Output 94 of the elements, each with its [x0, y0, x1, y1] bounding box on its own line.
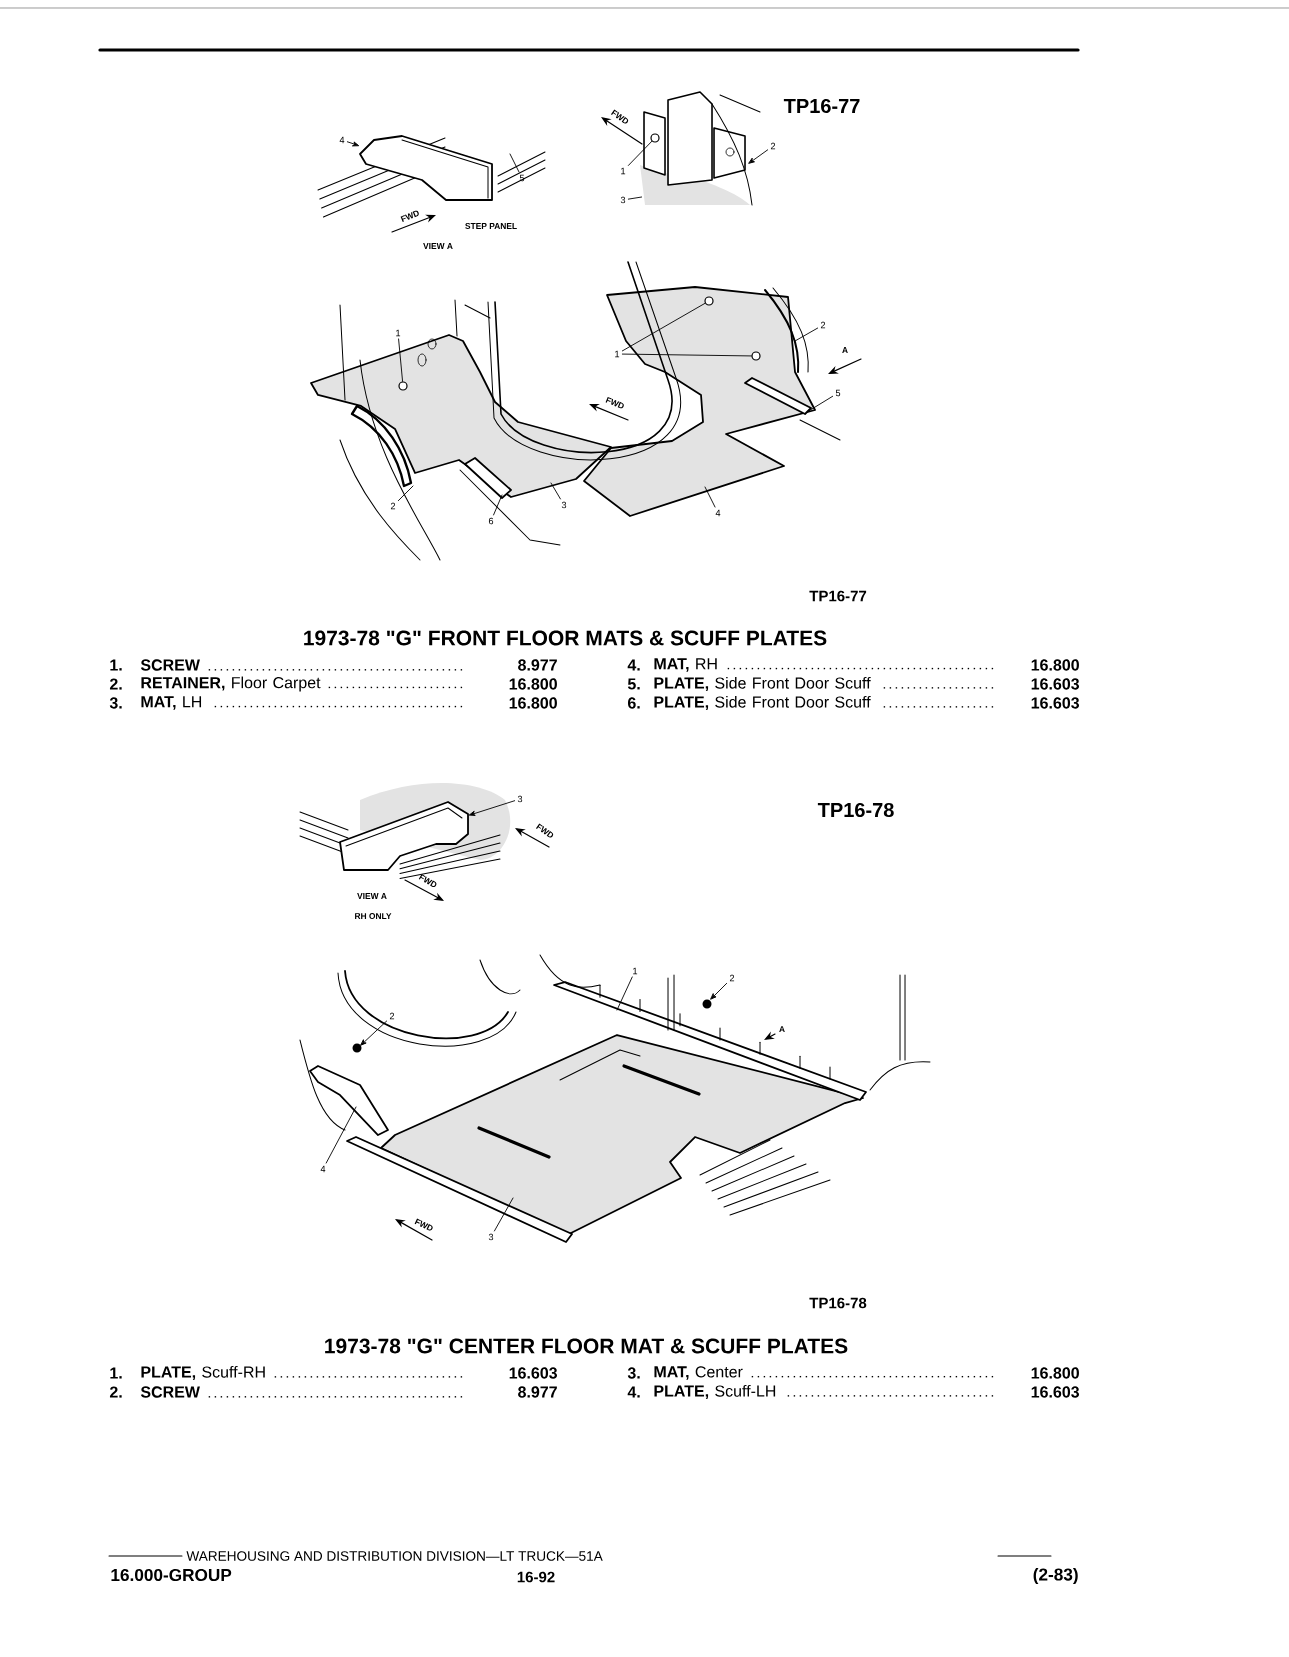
leader-line	[509, 153, 520, 173]
step-panel-drawing	[339, 801, 469, 871]
leader-line	[397, 485, 414, 502]
callout-number: 1	[615, 350, 620, 358]
view-label: VIEW A	[357, 893, 387, 899]
item-number: 1.	[110, 1367, 122, 1379]
part-group-number: 16.603	[509, 1367, 557, 1379]
figure-code: TP16-77	[809, 590, 867, 602]
leader-line	[493, 494, 503, 516]
screw-head	[398, 381, 408, 391]
item-number: 2.	[109, 678, 122, 690]
item-number: 3.	[627, 1367, 640, 1379]
part-name: RETAINER, Floor Carpet	[141, 676, 463, 692]
direction-label: FWD	[605, 396, 624, 409]
item-number: 5.	[627, 678, 640, 690]
part-name: PLATE, Scuff-LH	[654, 1385, 994, 1400]
callout-number: 1	[621, 167, 626, 175]
part-group-number: 16.603	[1031, 678, 1079, 690]
leader-line	[806, 395, 834, 413]
callout-number: 2	[390, 502, 396, 510]
item-number: 3.	[109, 697, 122, 709]
part-group-number: 16.800	[509, 697, 557, 709]
item-number: 1.	[110, 659, 122, 671]
leader-line	[627, 196, 643, 200]
part-name: MAT, LH	[141, 696, 463, 710]
leader-line	[627, 140, 653, 166]
leader-line	[398, 338, 404, 382]
callout-number: 3	[620, 196, 626, 204]
callout-number: 6	[488, 517, 494, 525]
view-label: VIEW A	[423, 243, 453, 249]
view-note: STEP PANEL	[465, 223, 517, 229]
view-label: A	[842, 347, 848, 353]
screw-head	[704, 296, 714, 306]
part-name: PLATE, Side Front Door Scuff	[654, 676, 994, 692]
callout-number: 2	[770, 142, 776, 150]
leader-line	[748, 149, 769, 164]
leader-line	[494, 1197, 514, 1232]
leader-line	[346, 141, 359, 147]
step-panel-drawing	[359, 135, 493, 201]
direction-label: FWD	[414, 1218, 433, 1231]
part-group-number: 16.603	[1031, 697, 1079, 709]
leader-line	[360, 1020, 388, 1046]
callout-number: 1	[396, 329, 401, 337]
callout-number: 4	[715, 509, 721, 517]
leader-line	[794, 327, 819, 342]
screw-head	[650, 133, 660, 143]
part-group-number: 8.977	[518, 659, 557, 671]
part-group-number: 8.977	[518, 1386, 557, 1398]
group-number: 16.000-GROUP	[111, 1568, 232, 1582]
callout-number: 3	[488, 1233, 494, 1241]
callout-number: 2	[729, 974, 735, 982]
table-title: 1973-78 "G" FRONT FLOOR MATS & SCUFF PLATES	[304, 630, 827, 646]
view-label: A	[779, 1026, 785, 1032]
leader-line	[616, 976, 633, 1011]
page-number: 16-92	[517, 1571, 555, 1583]
leader-line	[325, 1106, 357, 1164]
part-name: PLATE, Scuff-RH	[141, 1366, 463, 1381]
callout-number: 2	[820, 321, 826, 329]
part-name: SCREW	[140, 1386, 463, 1399]
leader-line	[704, 486, 716, 508]
screw-head	[751, 351, 761, 361]
figure-code: TP16-78	[817, 802, 894, 818]
callout-number: 2	[389, 1012, 395, 1020]
leader-line	[710, 982, 728, 1000]
item-number: 4.	[627, 659, 640, 671]
callout-number: 1	[633, 967, 638, 975]
figure-code: TP16-78	[809, 1297, 867, 1309]
direction-label: FWD	[400, 210, 419, 223]
footer-text: WAREHOUSING AND DISTRIBUTION DIVISION—LT TRUCK—51A	[186, 1551, 603, 1561]
leader-line	[621, 302, 706, 352]
part-group-number: 16.800	[509, 678, 557, 690]
leader-line	[469, 800, 516, 816]
callout-number: 5	[835, 389, 841, 397]
date-code: (2-83)	[1033, 1568, 1078, 1585]
callout-number: 4	[320, 1165, 326, 1173]
leader-line	[550, 482, 561, 500]
callout-number: 4	[339, 136, 345, 144]
part-name: PLATE, Side Front Door Scuff	[654, 695, 994, 711]
figure-code: TP16-77	[783, 98, 860, 114]
part-group-number: 16.800	[1031, 1367, 1079, 1379]
view-note: RH ONLY	[355, 913, 392, 919]
table-title: 1973-78 "G" CENTER FLOOR MAT & SCUFF PLATES	[325, 1338, 848, 1354]
callout-number: 5	[519, 174, 525, 182]
item-number: 4.	[627, 1386, 640, 1398]
item-number: 6.	[628, 697, 640, 709]
item-number: 2.	[109, 1386, 122, 1398]
part-group-number: 16.800	[1031, 659, 1079, 671]
part-name: MAT, RH	[654, 658, 994, 672]
part-name: MAT, Center	[654, 1366, 994, 1380]
leader-line	[621, 353, 752, 357]
callout-number: 3	[517, 795, 523, 803]
part-name: SCREW	[140, 659, 463, 672]
part-group-number: 16.603	[1031, 1386, 1079, 1398]
callout-number: 3	[561, 501, 567, 509]
